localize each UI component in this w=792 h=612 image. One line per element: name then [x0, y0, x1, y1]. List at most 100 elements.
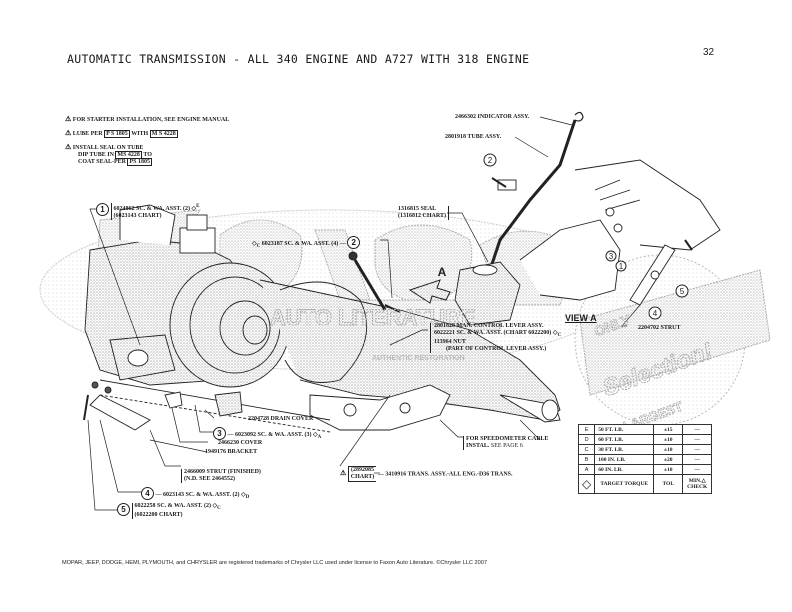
part-label: 6024862 SC. & WA. ASST. (2) — [113, 206, 190, 212]
torque-value: 30 FT. LB. — [594, 444, 655, 455]
callout-number: 1 — [96, 203, 109, 216]
torque-diamond-icon: ◇ — [577, 474, 596, 494]
note-1: ⚠ FOR STARTER INSTALLATION, SEE ENGINE M… — [65, 116, 229, 124]
part-label: 6023143 SC. & WA. ASST. (2) — [163, 492, 240, 498]
torque-header-tol: TOL — [653, 474, 684, 494]
torque-header-check: MIN.△CHECK — [682, 474, 713, 494]
tube-label: 2801918 TUBE ASSY. — [445, 134, 502, 140]
view-callout-circle — [615, 260, 627, 272]
torque-value: 50 FT. LB. — [594, 424, 655, 435]
watermark-badge — [574, 254, 771, 426]
page-title: AUTOMATIC TRANSMISSION - ALL 340 ENGINE … — [67, 52, 530, 66]
speedometer-note: FOR SPEEDOMETER CABLE INSTAL. SEE PAGE 6 — [463, 436, 548, 450]
callout-2: ◇C 6023187 SC. & WA. ASST. (4) — 2 — [252, 236, 361, 250]
torque-diamond-icon: ◇E — [191, 204, 200, 212]
part-chart: (1316812 CHART) — [398, 213, 446, 219]
torque-header-target: TARGET TORQUE — [594, 474, 655, 494]
part-chart: (6023143 CHART) — [113, 213, 162, 219]
footer-trademark: MOPAR, JEEP, DODGE, HEMI, PLYMOUTH, and … — [62, 560, 487, 566]
view-callout-number: 2 — [488, 156, 493, 165]
view-callout-number: 4 — [653, 309, 658, 318]
callout-1: 1 6024862 SC. & WA. ASST. (2) ◇E (602314… — [96, 203, 199, 220]
warning-triangle-icon: ⚠ — [340, 470, 347, 478]
torque-tol: ±10 — [653, 444, 684, 455]
trans-assembly-label: ⚠ (2892085 CHART) — 3410916 TRANS. ASSY.… — [340, 466, 513, 482]
control-lever-label: 2801828 MAN. CONTROL LEVER ASSY. 6022221… — [430, 323, 561, 354]
note-text: WITH — [131, 131, 149, 137]
torque-check: — — [682, 454, 713, 465]
warning-triangle-icon: ⚠ — [65, 116, 72, 123]
spec-box: PS 1805 — [127, 158, 152, 166]
callout-4: 4 — 6023143 SC. & WA. ASST. (2) ◇D — [141, 487, 249, 501]
view-callout-circle — [483, 153, 497, 167]
seal-label: 1316815 SEAL (1316812 CHART) — [398, 206, 449, 220]
page-number: 32 — [703, 47, 715, 58]
note-3: ⚠ INSTALL SEAL ON TUBE DIP TUBE IN MS 42… — [65, 144, 152, 166]
torque-value: 100 IN. LB. — [594, 454, 655, 465]
part-note: (PART OF CONTROL LEVER ASSY.) — [446, 346, 547, 353]
torque-key: A — [577, 464, 596, 475]
part-label: 1316815 SEAL — [398, 206, 437, 212]
note-text: DIP TUBE IN — [78, 152, 114, 158]
part-note: FOR SPEEDOMETER CABLE — [466, 436, 549, 442]
part-chart: CHART) — [350, 474, 375, 480]
part-label: 2466009 STRUT (FINISHED) — [184, 469, 261, 475]
torque-check: — — [682, 464, 713, 475]
torque-check: — — [682, 424, 713, 435]
watermark-sub: AUTO LITERATURE — [270, 305, 476, 330]
torque-check: — — [682, 444, 713, 455]
note-text: COAT SEAL-PER — [78, 159, 126, 165]
spec-box: M S 4228 — [149, 130, 178, 138]
part-label: 3410916 TRANS. ASSY.-ALL ENG.-D36 TRANS. — [385, 471, 513, 478]
view-callout-number: 1 — [619, 262, 624, 271]
leader-lines — [87, 116, 641, 511]
note-text: TO — [143, 152, 152, 158]
torque-key: D — [577, 434, 596, 445]
transmission-assembly — [83, 204, 561, 433]
spec-box: MS 4228 — [115, 151, 142, 159]
part-label: 2801828 MAN. CONTROL LEVER ASSY. — [434, 323, 544, 329]
torque-key: C — [577, 444, 596, 455]
indicator-label: 2466302 INDICATOR ASSY. — [455, 114, 530, 120]
strut-label: 2204702 STRUT — [638, 325, 681, 331]
part-label: 6022258 SC. & WA. ASST. (2) — [134, 503, 211, 509]
authentic-watermark: AUTHENTIC RESTORATION — [372, 355, 465, 362]
note-text: INSTALL SEAL ON TUBE — [72, 145, 144, 151]
dipstick-tube-right — [454, 111, 721, 326]
callout-number: 5 — [117, 503, 130, 516]
note-2: ⚠ LUBE PER P S 1805 WITH M S 4228 — [65, 130, 178, 138]
part-note: INSTAL. — [466, 443, 490, 449]
torque-diamond-icon: ◇C — [252, 241, 261, 250]
view-callout-circle — [605, 250, 617, 262]
note-text: LUBE PER — [72, 131, 103, 137]
callout-3: 3 — 6023092 SC. & WA. ASST. (3) ◇A — [213, 427, 321, 441]
part-chart: (6022200 CHART) — [134, 512, 183, 519]
warning-triangle-icon: ⚠ — [65, 144, 72, 151]
torque-diamond-icon: ◇D — [240, 492, 250, 501]
view-a-arrow — [408, 279, 451, 304]
drain-cover-label: 2204728 DRAIN COVER — [248, 416, 314, 422]
view-callout-circle — [675, 284, 689, 298]
callout-5: 5 6022258 SC. & WA. ASST. (2) ◇C (602220… — [117, 503, 221, 520]
view-a-label: VIEW A — [565, 313, 597, 323]
callout-number: 2 — [347, 236, 361, 249]
check-line: CHECK — [687, 484, 708, 490]
torque-tol: ±10 — [653, 464, 684, 475]
view-a-numbers: 2 3 1 5 4 A — [438, 153, 689, 320]
strut-finished-label: 2466009 STRUT (FINISHED) (N.D. SEE 24645… — [181, 469, 261, 483]
note-text: FOR STARTER INSTALLATION, SEE ENGINE MAN… — [72, 117, 230, 123]
torque-tol: ±15 — [653, 424, 684, 435]
part-label: 6023092 SC. & WA. ASST. (3) — [235, 432, 312, 438]
part-note: (N.D. SEE 2464552) — [184, 476, 236, 482]
callout-number: 4 — [141, 487, 154, 500]
dipstick-tube-left — [348, 251, 401, 313]
torque-key: E — [577, 424, 596, 435]
torque-tol: ±10 — [653, 434, 684, 445]
bracket-label: 1949176 BRACKET — [205, 449, 258, 455]
cover-label: 2466230 COVER — [218, 440, 263, 446]
